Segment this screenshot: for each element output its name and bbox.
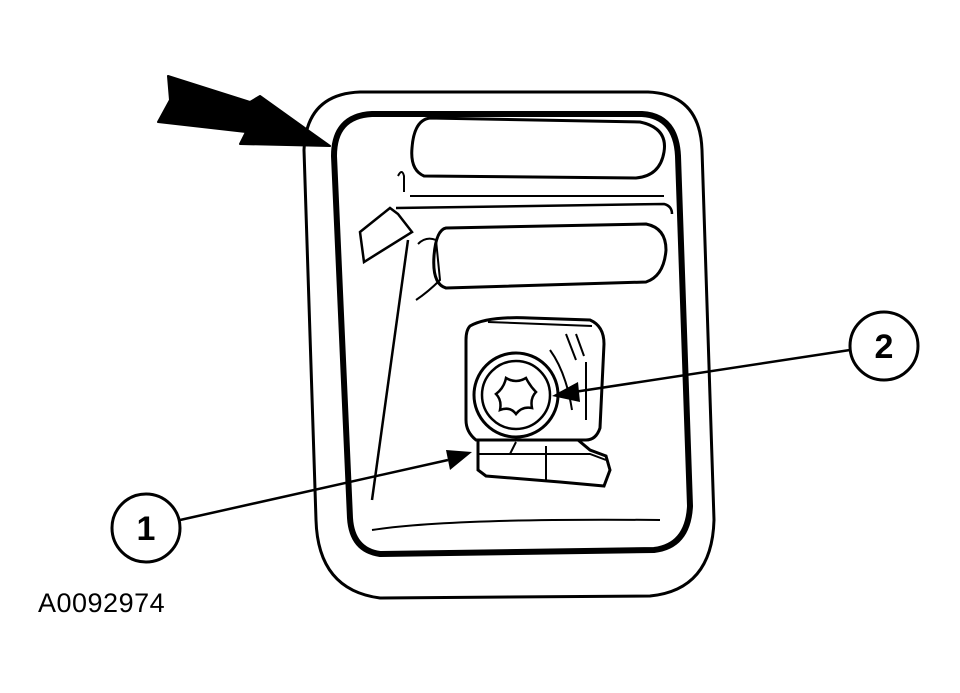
bezel-inner-outline — [330, 111, 694, 558]
lower-slot — [432, 222, 668, 290]
torx-screw-icon — [472, 351, 560, 439]
upper-slot — [410, 116, 666, 180]
housing-side-ribs — [549, 333, 587, 420]
torx-recess — [494, 376, 538, 417]
callout-2: 2 — [848, 310, 920, 382]
screw-housing — [464, 316, 606, 442]
callout-1: 1 — [110, 492, 182, 564]
trim-piece — [358, 206, 414, 265]
trim-arm — [397, 171, 405, 192]
callout-2-label: 2 — [875, 328, 894, 366]
trim-ridge — [415, 237, 442, 301]
ledge-upper — [395, 202, 674, 215]
figure-id: A0092974 — [38, 588, 166, 618]
lower-contour — [371, 518, 661, 531]
housing-top-edge — [487, 321, 593, 327]
direction-arrow-icon — [157, 75, 331, 147]
contour-line — [370, 239, 410, 501]
callout-1-label: 1 — [137, 510, 156, 548]
retaining-clip — [476, 438, 612, 488]
leader-1 — [179, 450, 472, 522]
leader-2 — [552, 348, 851, 402]
bezel-outer-outline — [302, 90, 716, 600]
